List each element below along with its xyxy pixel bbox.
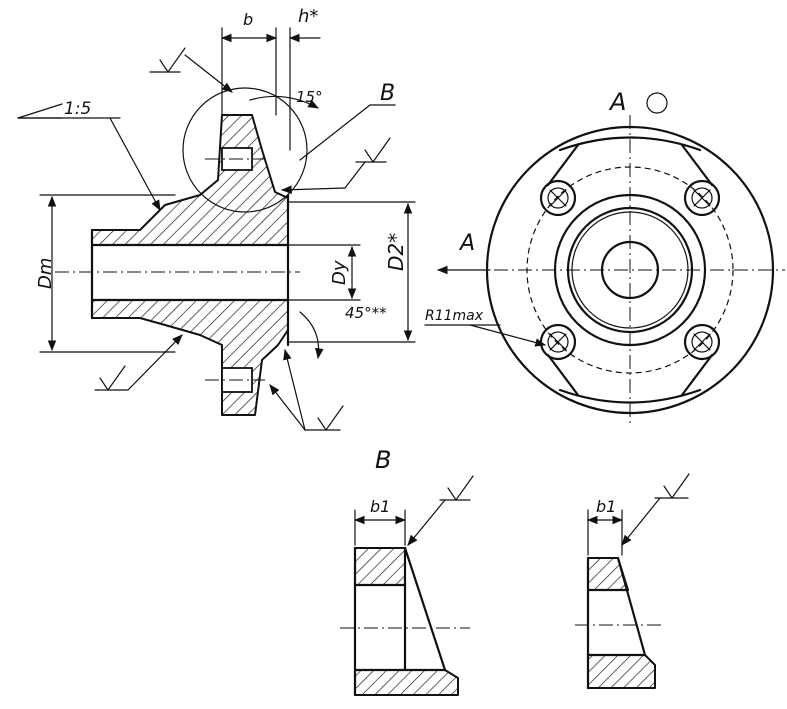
detail-finish-mark-1: [407, 475, 474, 546]
detail-b-label: B: [380, 81, 395, 106]
view-a-label: A: [608, 88, 626, 116]
finish-mark-lower: [94, 334, 183, 392]
dim-b1-left-label: b1: [370, 497, 390, 516]
bolt-hole-tr: [683, 179, 721, 217]
view-rotation-symbol: [646, 92, 668, 114]
dim-b-label: b: [243, 10, 253, 29]
dim-h-label: h*: [298, 6, 318, 27]
section-body-lower: [91, 299, 289, 416]
detail-b-circle: [182, 87, 308, 213]
bolt-hole-bl: [539, 323, 577, 361]
finish-mark-face: [280, 137, 391, 195]
angle-15-label: 15°: [296, 88, 323, 106]
detail-b-variant-1: b1: [340, 475, 474, 697]
taper-label: 1:5: [64, 99, 91, 119]
chamfer-label: 45°**: [345, 304, 387, 322]
dim-b1-right-label: b1: [596, 497, 616, 516]
finish-mark-top: [149, 47, 233, 93]
taper-symbol: [17, 103, 161, 211]
arrow-a-label: A: [458, 231, 475, 256]
flange-front-view: A A R11max: [424, 88, 785, 425]
detail-b-title: B: [375, 446, 391, 474]
bolt-hole-tl: [539, 179, 577, 217]
detail-b-variant-2: b1: [575, 473, 690, 690]
section-body-upper: [91, 114, 289, 246]
dim-dm-label: Dm: [35, 258, 56, 289]
dim-d2-label: D2*: [384, 233, 408, 271]
dim-dy-label: Dy: [329, 260, 350, 285]
finish-mark-bottom: [269, 348, 344, 432]
radius-label: R11max: [425, 308, 484, 324]
bolt-hole-br: [683, 323, 721, 361]
flange-section-view: B b h* 15° 1:5: [17, 6, 416, 432]
detail-finish-mark-2: [621, 473, 690, 546]
